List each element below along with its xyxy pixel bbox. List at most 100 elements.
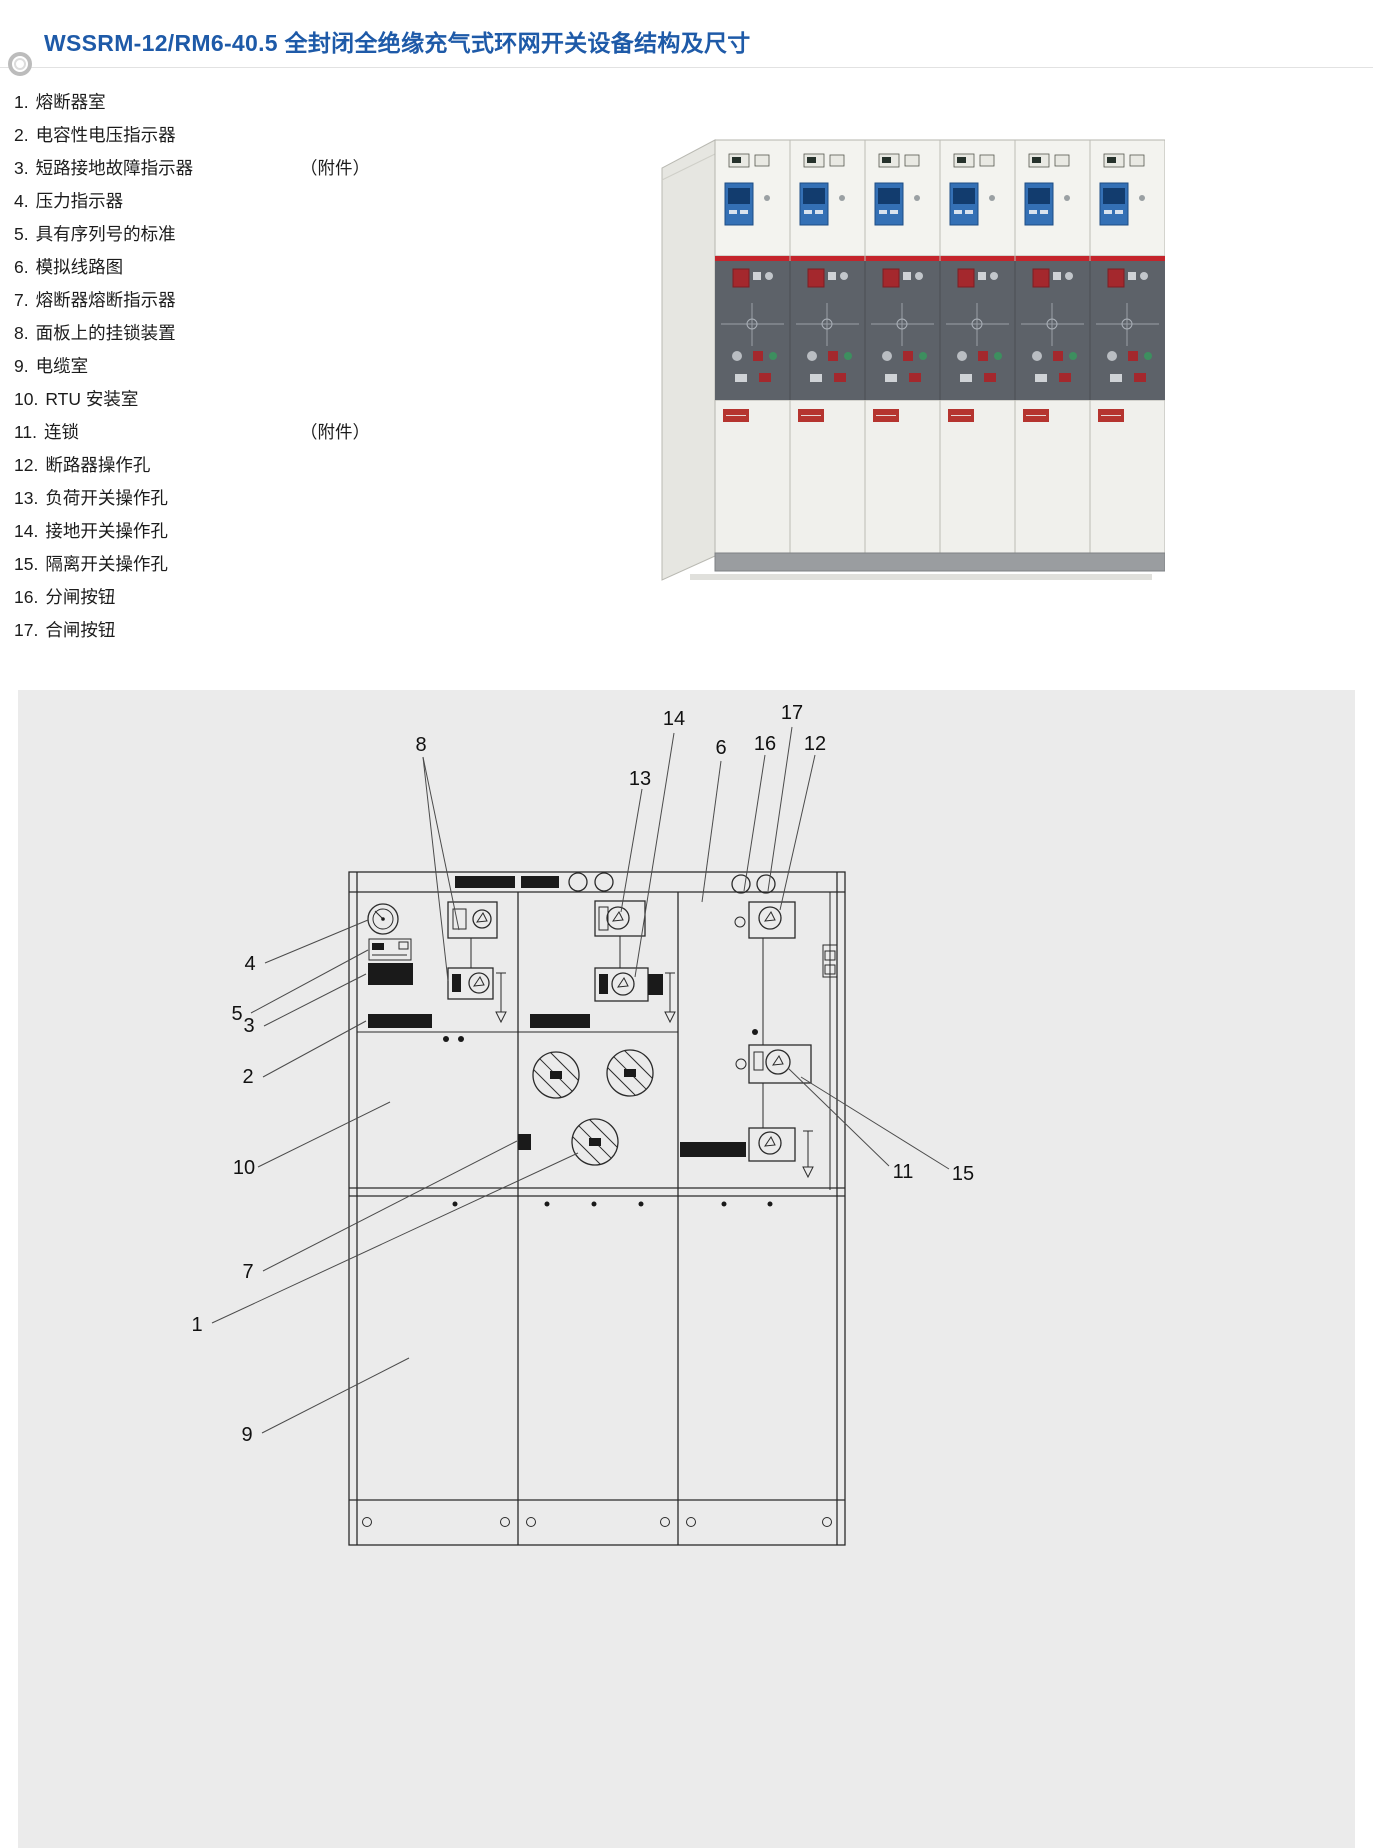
callout-6: 6 [715,737,726,759]
item-number: 6. [14,257,29,277]
callout-14: 14 [663,708,685,730]
callout-3: 3 [243,1015,254,1037]
pressure-gauge [367,903,399,935]
item-number: 13. [14,488,39,508]
item-note: （附件） [300,422,370,442]
diagram-panel: 1 2 3 4 5 6 7 8 9 10 11 12 13 14 15 16 1… [18,690,1355,1848]
item-label: 熔断器熔断指示器 [35,290,176,310]
parts-list-item: 17. 合闸按钮 [14,614,654,647]
interlock-hole [735,1044,812,1084]
item-number: 4. [14,191,29,211]
parts-list-item: 10.RTU 安装室 [14,383,654,416]
callout-numbers: 1 2 3 4 5 6 7 8 9 10 11 12 13 14 15 16 1… [191,702,974,1446]
voltage-indicator-plate [368,1014,432,1028]
leader-lines [211,726,950,1434]
nameplate-middle [530,1014,590,1028]
callout-13: 13 [629,768,651,790]
item-label: 模拟线路图 [35,257,124,277]
cabinet-side-panel [661,139,716,581]
fuse-cover-1 [532,1051,580,1099]
left-bay [367,901,507,1042]
switch-mechanism-middle-top [594,900,646,937]
callout-1: 1 [191,1314,202,1336]
parts-list-item: 13. 负荷开关操作孔 [14,482,654,515]
item-number: 12. [14,455,39,475]
parts-list-item: 4. 压力指示器 [14,185,654,218]
item-number: 10. [14,389,39,409]
item-number: 3. [14,158,29,178]
item-label: 压力指示器 [35,191,124,211]
fuse-cover-2 [606,1049,654,1097]
product-photo [660,128,1165,593]
operation-hole-left [447,967,494,1000]
callout-9: 9 [241,1424,252,1446]
callout-5: 5 [231,1003,242,1025]
cabinet-frame [348,871,846,1546]
item-label: 连锁 [44,422,80,442]
callout-10: 10 [233,1157,255,1179]
callout-2: 2 [242,1066,253,1088]
middle-bay [518,900,676,1166]
open-button-hole [731,874,751,894]
fuse-blown-indicator [518,1134,531,1150]
item-number: 5. [14,224,29,244]
item-label: 隔离开关操作孔 [45,554,168,574]
isolator-operation-hole [748,1127,796,1162]
parts-list-item: 11. 连锁 （附件） [14,416,654,449]
parts-list-item: 14.接地开关操作孔 [14,515,654,548]
nameplate-right [680,1142,746,1157]
item-number: 15. [14,554,39,574]
down-arrow-middle [664,972,676,1024]
switchgear-photo-illustration [661,139,1165,581]
item-label: 面板上的挂锁装置 [35,323,176,343]
parts-list-item: 7. 熔断器熔断指示器 [14,284,654,317]
item-number: 1. [14,92,29,112]
top-band [455,872,776,894]
base-bolts [362,1517,832,1527]
right-bay [680,892,838,1190]
binder-ring-icon [8,52,32,76]
callout-17: 17 [781,702,803,724]
item-label: 具有序列号的标准 [35,224,176,244]
fuse-cover-3 [571,1118,619,1166]
page-title: WSSRM-12/RM6-40.5 全封闭全绝缘充气式环网开关设备结构及尺寸 [44,30,751,56]
item-number: 17. [14,620,39,640]
callout-7: 7 [242,1261,253,1283]
parts-list-item: 2.电容性电压指示器 [14,119,654,152]
callout-4: 4 [244,953,255,975]
serial-nameplate [368,938,412,961]
parts-list-item: 16.分闸按钮 [14,581,654,614]
item-label: 负荷开关操作孔 [45,488,168,508]
item-label: 电容性电压指示器 [35,125,176,145]
structure-diagram: 1 2 3 4 5 6 7 8 9 10 11 12 13 14 15 16 1… [191,702,974,1546]
item-label: 分闸按钮 [45,587,116,607]
bay-dividers-dark [789,261,1091,400]
fault-indicator-plate [368,963,413,985]
parts-list-item: 3.短路接地故障指示器（附件） [14,152,654,185]
operation-hole-middle [594,967,663,1002]
parts-list-item: 6. 模拟线路图 [14,251,654,284]
breaker-operation-hole [734,901,796,939]
parts-list-item: 1.熔断器室 [14,86,654,119]
item-number: 9. [14,356,29,376]
item-number: 11. [14,422,38,442]
item-label: 接地开关操作孔 [45,521,168,541]
item-label: 断路器操作孔 [45,455,151,475]
item-number: 8. [14,323,29,343]
callout-16: 16 [754,733,776,755]
title-divider [0,67,1373,68]
parts-list-item: 9.电缆室 [14,350,654,383]
item-number: 7. [14,290,29,310]
item-note: （附件） [300,158,370,178]
close-button-hole [756,874,776,894]
down-arrow-left [495,972,507,1024]
cabinet-base [714,552,1165,572]
item-label: 合闸按钮 [45,620,116,640]
parts-list-item: 5. 具有序列号的标准 [14,218,654,251]
callout-15: 15 [952,1163,974,1185]
callout-8: 8 [415,734,426,756]
switch-mechanism-left-top [447,901,498,939]
parts-list: 1.熔断器室 2.电容性电压指示器 3.短路接地故障指示器（附件） 4. 压力指示… [14,86,654,647]
parts-list-item: 15. 隔离开关操作孔 [14,548,654,581]
